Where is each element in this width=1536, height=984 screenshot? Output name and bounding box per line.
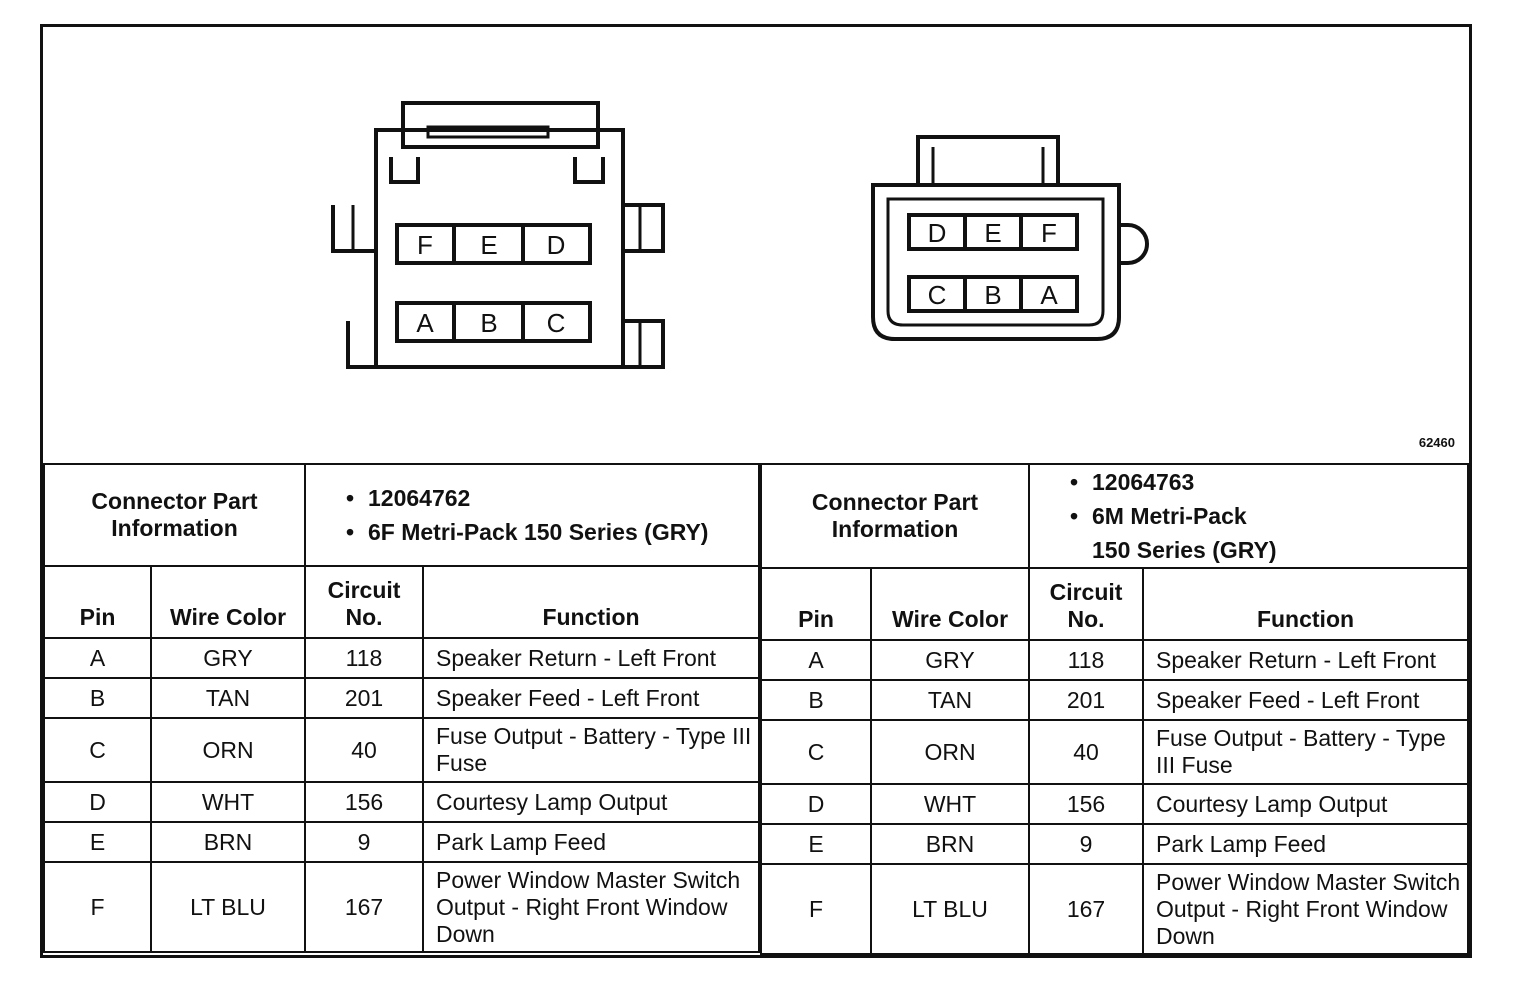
left-connector-outline [331,101,665,369]
function-cell: Speaker Feed - Left Front [1142,679,1469,721]
part-series: 6F Metri-Pack 150 Series (GRY) [346,515,752,549]
left-cavity-d: D [547,230,566,260]
right-cavity-d: D [928,218,947,248]
circuit-cell: 201 [304,677,424,719]
pin-header: Pin [43,565,152,639]
pin-cell: F [760,863,872,955]
part-info: 12064762 6F Metri-Pack 150 Series (GRY) [304,463,760,567]
right-cavity-a: A [1040,280,1058,310]
function-cell: Courtesy Lamp Output [422,781,760,823]
function-cell: Courtesy Lamp Output [1142,783,1469,825]
wire-color-cell: BRN [150,821,306,863]
part-number: 12064763 [1070,465,1461,499]
function-cell: Park Lamp Feed [422,821,760,863]
right-connector-table: Connector Part Information 12064763 6M M… [760,463,1469,955]
circuit-header: Circuit No. [304,565,424,639]
pin-cell: A [760,639,872,681]
wire-color-cell: TAN [150,677,306,719]
pin-cell: F [43,861,152,953]
circuit-cell: 156 [304,781,424,823]
connector-part-info-label: Connector Part Information [43,463,306,567]
pin-cell: E [760,823,872,865]
pin-cell: E [43,821,152,863]
function-header: Function [1142,567,1469,641]
left-cavity-f: F [417,230,433,260]
wire-color-header: Wire Color [870,567,1030,641]
wire-color-cell: ORN [870,719,1030,785]
circuit-cell: 9 [304,821,424,863]
circuit-cell: 167 [304,861,424,953]
left-cavity-c: C [547,308,566,338]
part-info: 12064763 6M Metri-Pack 150 Series (GRY) [1028,463,1469,569]
wire-color-cell: BRN [870,823,1030,865]
pin-cell: C [760,719,872,785]
circuit-cell: 9 [1028,823,1144,865]
part-series: 6M Metri-Pack [1070,499,1461,533]
pin-cell: C [43,717,152,783]
function-cell: Power Window Master Switch Output - Righ… [422,861,760,953]
right-cavity-f: F [1041,218,1057,248]
left-cavity-e: E [480,230,497,260]
circuit-header: Circuit No. [1028,567,1144,641]
wire-color-header: Wire Color [150,565,306,639]
right-cavity-c: C [928,280,947,310]
function-cell: Fuse Output - Battery - Type III Fuse [1142,719,1469,785]
right-cavity-b: B [984,280,1001,310]
circuit-cell: 156 [1028,783,1144,825]
function-cell: Fuse Output - Battery - Type III Fuse [422,717,760,783]
part-series-cont: 150 Series (GRY) [1092,537,1277,563]
connector-part-info-label: Connector Part Information [760,463,1030,569]
function-cell: Speaker Return - Left Front [422,637,760,679]
function-cell: Speaker Return - Left Front [1142,639,1469,681]
circuit-cell: 118 [304,637,424,679]
wire-color-cell: WHT [870,783,1030,825]
wire-color-cell: TAN [870,679,1030,721]
function-cell: Speaker Feed - Left Front [422,677,760,719]
wire-color-cell: GRY [870,639,1030,681]
wire-color-cell: GRY [150,637,306,679]
wire-color-cell: LT BLU [870,863,1030,955]
wire-color-cell: ORN [150,717,306,783]
wire-color-cell: LT BLU [150,861,306,953]
wire-color-cell: WHT [150,781,306,823]
diagram-frame: F E D A B C D E F C B A 62460 Connector … [40,24,1472,958]
left-connector-table: Connector Part Information 12064762 6F M… [43,463,760,953]
circuit-cell: 201 [1028,679,1144,721]
function-cell: Park Lamp Feed [1142,823,1469,865]
function-header: Function [422,565,760,639]
pin-cell: D [760,783,872,825]
circuit-cell: 40 [1028,719,1144,785]
pin-cell: B [760,679,872,721]
pin-cell: B [43,677,152,719]
part-number: 12064762 [346,481,752,515]
pin-cell: A [43,637,152,679]
circuit-cell: 118 [1028,639,1144,681]
left-cavity-a: A [416,308,434,338]
circuit-cell: 167 [1028,863,1144,955]
right-cavity-e: E [984,218,1001,248]
pin-cell: D [43,781,152,823]
connector-drawing: F E D A B C D E F C B A [331,101,1149,369]
function-cell: Power Window Master Switch Output - Righ… [1142,863,1469,955]
figure-number: 62460 [1418,435,1455,450]
right-connector-outline [871,135,1149,341]
pin-header: Pin [760,567,872,641]
circuit-cell: 40 [304,717,424,783]
left-cavity-b: B [480,308,497,338]
